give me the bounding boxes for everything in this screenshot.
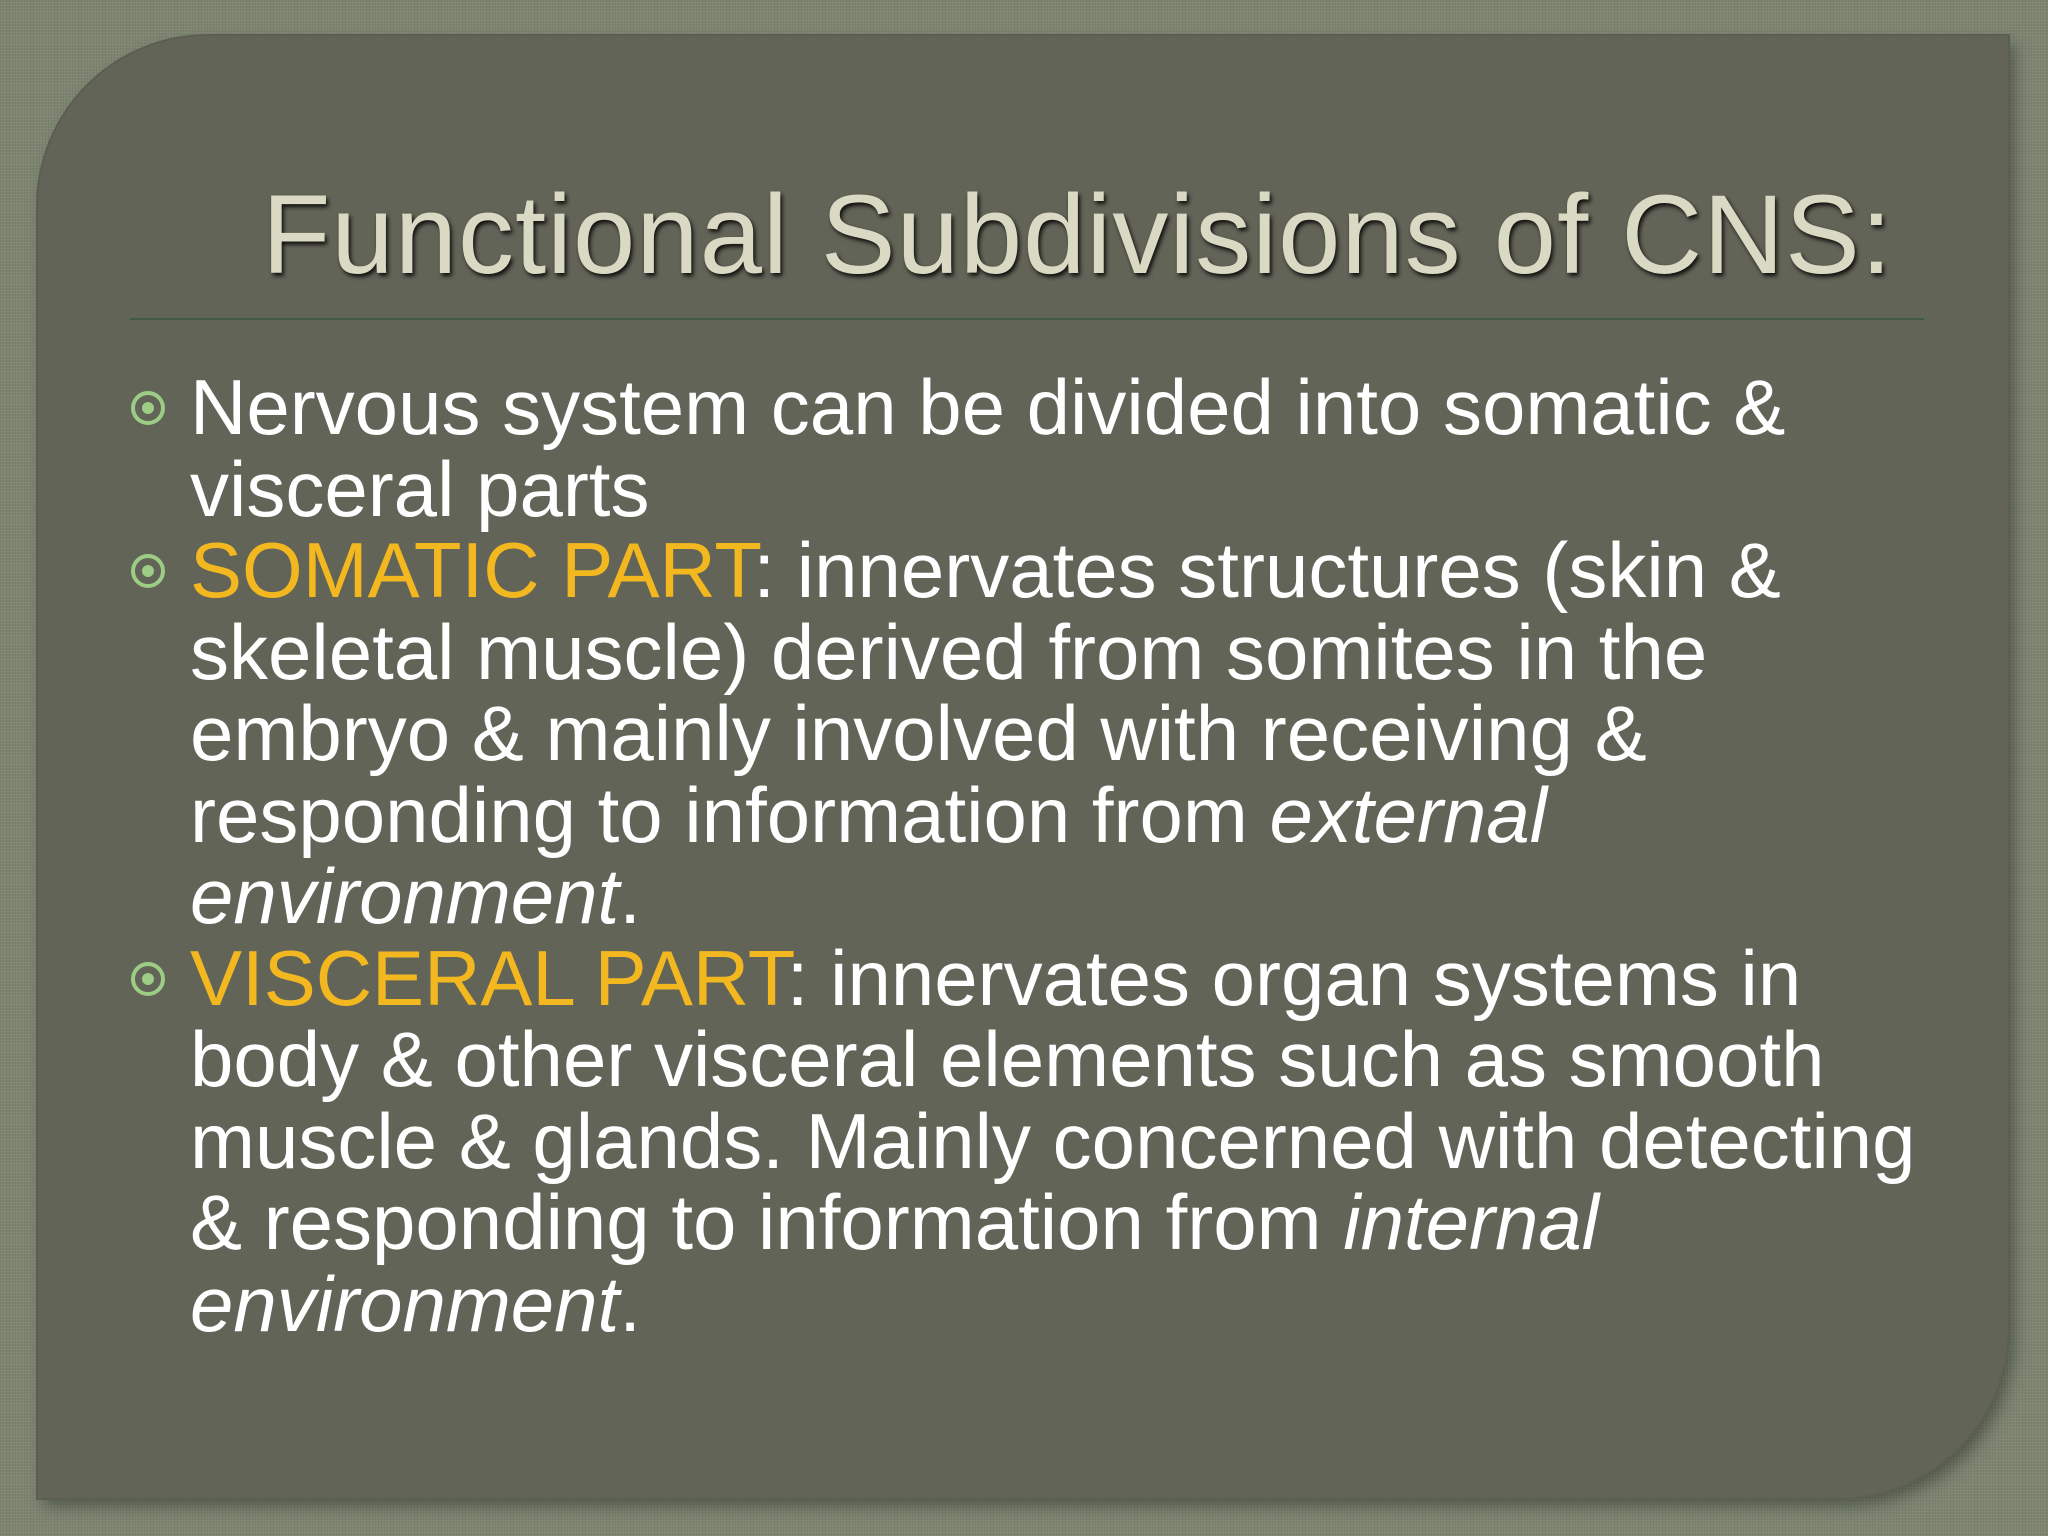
bullet-text: Nervous system can be divided into somat… [190, 363, 1786, 533]
circle-dot-bullet-icon [131, 961, 165, 996]
bullet-emphasis: external environment [190, 770, 1548, 940]
bullet-emphasis: internal environment [190, 1178, 1600, 1348]
title-divider [130, 318, 1924, 320]
circle-dot-bullet-icon [131, 554, 165, 588]
bullet-item-nervous-system: Nervous system can be divided into somat… [128, 366, 1928, 530]
slide-panel [38, 36, 2008, 1498]
bullet-text: : innervates organ systems in body & oth… [190, 933, 1916, 1266]
slide-title: Functional Subdivisions of CNS: [262, 172, 1893, 297]
bullet-text-end: . [619, 1259, 641, 1348]
bullet-text: : innervates structures (skin & skeletal… [190, 526, 1781, 859]
bullet-list: Nervous system can be divided into somat… [128, 366, 1928, 1348]
bullet-term: VISCERAL PART [190, 933, 787, 1022]
circle-dot-bullet-icon [131, 391, 165, 425]
bullet-term: SOMATIC PART [190, 526, 754, 614]
bullet-item-somatic-part: SOMATIC PART: innervates structures (ski… [128, 529, 1928, 940]
bullet-item-visceral-part: VISCERAL PART: innervates organ systems … [128, 937, 1928, 1348]
bullet-text-end: . [619, 852, 641, 940]
